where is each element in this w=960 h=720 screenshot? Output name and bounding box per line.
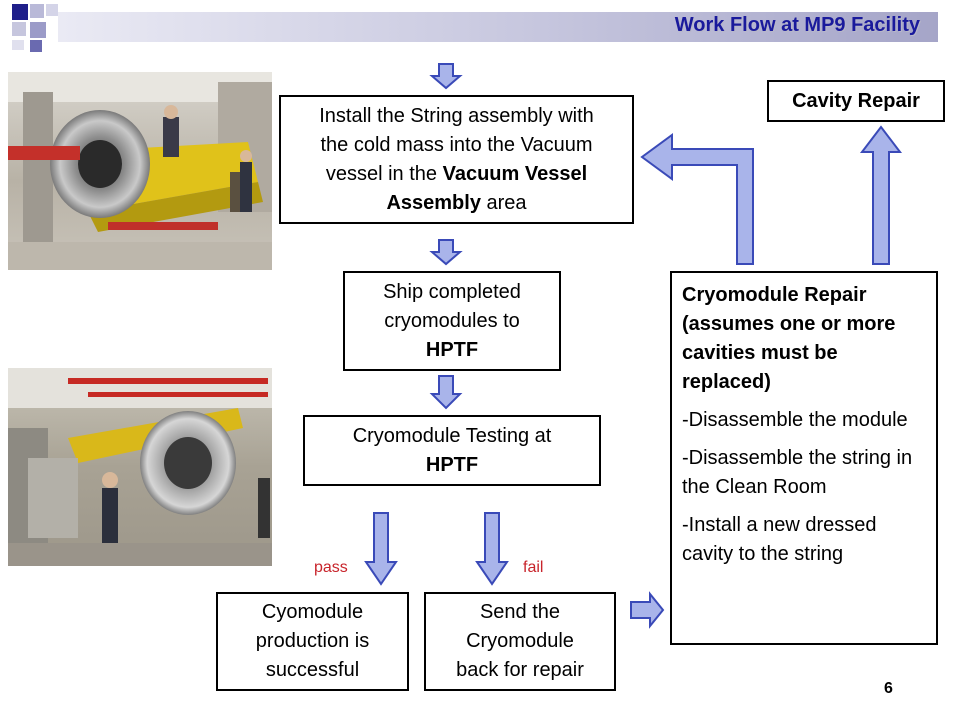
header-bar [58,12,938,42]
install-line-1: Install the String assembly with [319,104,594,127]
ship-cryomodules-box: Ship completed cryomodules to HPTF [343,271,561,371]
page-title: Work Flow at MP9 Facility [674,14,920,36]
arrow-elbow-install-icon [640,133,754,265]
cryomodule-repair-box: Cryomodule Repair (assumes one or more c… [670,271,938,645]
testing-line-1: Cryomodule Testing at [352,424,552,447]
repair-step-2: -Disassemble the string in the Clean Roo… [682,447,913,498]
production-successful-box: Cyomodule production is successful [216,592,409,691]
photo-bottom [8,368,272,566]
success-line-2: production is [255,630,370,652]
install-string-box: Install the String assembly with the col… [279,95,634,224]
header-square-7 [12,40,24,50]
fail-label: fail [523,559,544,576]
cryomodule-testing-box: Cryomodule Testing at HPTF [303,415,601,486]
header-square-4 [12,22,26,36]
install-line-3: vessel in the Vacuum Vessel [325,162,588,185]
cavity-repair-label: Cavity Repair [792,89,920,112]
arrow-down-top-icon [429,63,463,90]
header-square-5 [30,22,46,38]
testing-line-2: HPTF [425,453,479,476]
header-square-2 [30,4,44,18]
cavity-repair-box: Cavity Repair [767,80,945,122]
success-line-1: Cyomodule [261,601,364,623]
page-number: 6 [884,680,893,697]
arrow-down-fail-icon [475,512,509,586]
repair-step-3: -Install a new dressed cavity to the str… [682,514,877,565]
arrow-right-repair-icon [630,591,665,629]
ship-line-2: cryomodules to [384,309,520,332]
success-line-3: successful [265,659,360,681]
header-square-1 [12,4,28,20]
send-line-2: Cryomodule [466,630,574,652]
arrow-up-cavity-icon [859,125,903,265]
cryomodule-assembly-photo-icon [8,72,272,270]
arrow-down-install-ship-icon [429,239,463,266]
vacuum-vessel-photo-icon [8,368,272,566]
send-back-box: Send the Cryomodule back for repair [424,592,616,691]
header-square-3 [46,4,58,16]
install-line-4: Assembly area [386,191,527,214]
repair-step-1: -Disassemble the module [682,409,908,431]
arrow-down-ship-testing-icon [429,375,463,410]
send-line-3: back for repair [456,659,584,681]
pass-label: pass [314,559,348,576]
arrow-down-pass-icon [364,512,398,586]
header-square-6 [30,40,42,52]
ship-line-1: Ship completed [383,280,521,303]
photo-top [8,72,272,270]
send-line-1: Send the [479,601,561,623]
repair-heading: Cryomodule Repair (assumes one or more c… [682,284,896,393]
ship-line-3: HPTF [425,338,479,361]
install-line-2: the cold mass into the Vacuum [320,133,593,156]
